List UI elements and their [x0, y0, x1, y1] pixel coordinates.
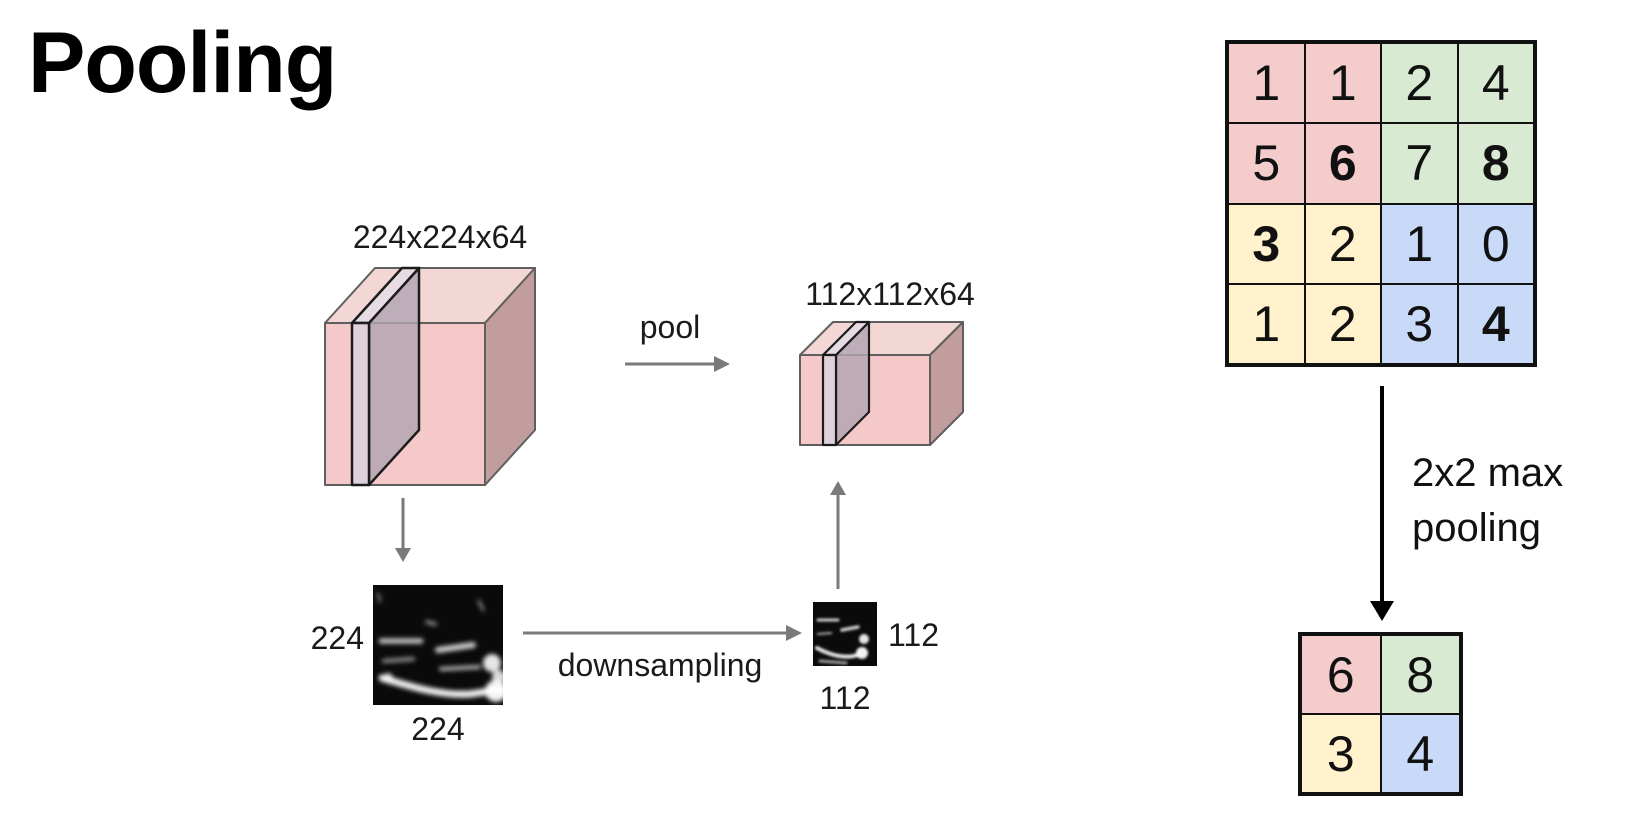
grid-cell-max: 6	[1304, 123, 1381, 204]
grid-cell: 4	[1380, 714, 1460, 793]
maxpool-output-grid: 6 8 3 4	[1298, 632, 1463, 796]
maxpool-input-grid: 1 1 2 4 5 6 7 8 3 2 1 0 1 2 3 4	[1225, 40, 1537, 367]
grid-cell: 3	[1381, 283, 1458, 364]
maxpool-operation-label: 2x2 max pooling	[1412, 451, 1564, 551]
pool-arrow-label: pool	[639, 309, 701, 345]
pool-arrow	[625, 356, 730, 372]
grid-cell: 5	[1228, 123, 1305, 204]
grid-cell: 7	[1381, 123, 1458, 204]
grid-cell: 3	[1301, 714, 1381, 793]
grid-cell: 6	[1301, 635, 1381, 714]
output-volume-label: 112x112x64	[805, 276, 975, 312]
grid-cell-max: 3	[1228, 203, 1305, 284]
downsampling-arrow	[523, 625, 802, 641]
feature-map-224-side-label: 224	[310, 620, 364, 656]
input-volume-label: 224x224x64	[352, 219, 528, 255]
grid-cell: 8	[1380, 635, 1460, 714]
page-title: Pooling	[28, 15, 337, 111]
grid-cell: 1	[1304, 43, 1381, 124]
feature-map-224-image	[373, 585, 503, 705]
grid-cell: 0	[1457, 203, 1534, 284]
feature-map-112-image	[813, 602, 877, 666]
grid-cell-max: 8	[1457, 123, 1534, 204]
feature-map-112-side-label: 112	[888, 617, 940, 653]
grid-cell: 1	[1228, 43, 1305, 124]
grid-cell: 1	[1381, 203, 1458, 284]
grid-cell-max: 4	[1457, 283, 1534, 364]
grid-cell: 4	[1457, 43, 1534, 124]
output-volume-slab	[821, 320, 871, 447]
cube-to-map-arrow	[395, 498, 411, 562]
map-to-cube-arrow	[830, 481, 846, 589]
input-volume-slab	[350, 266, 421, 487]
feature-map-224-bottom-label: 224	[411, 711, 465, 747]
downsampling-arrow-label: downsampling	[557, 647, 763, 683]
grid-cell: 2	[1304, 283, 1381, 364]
grid-cell: 2	[1304, 203, 1381, 284]
maxpool-arrow	[1370, 386, 1394, 621]
grid-cell: 2	[1381, 43, 1458, 124]
feature-map-112-bottom-label: 112	[819, 680, 871, 716]
grid-cell: 1	[1228, 283, 1305, 364]
